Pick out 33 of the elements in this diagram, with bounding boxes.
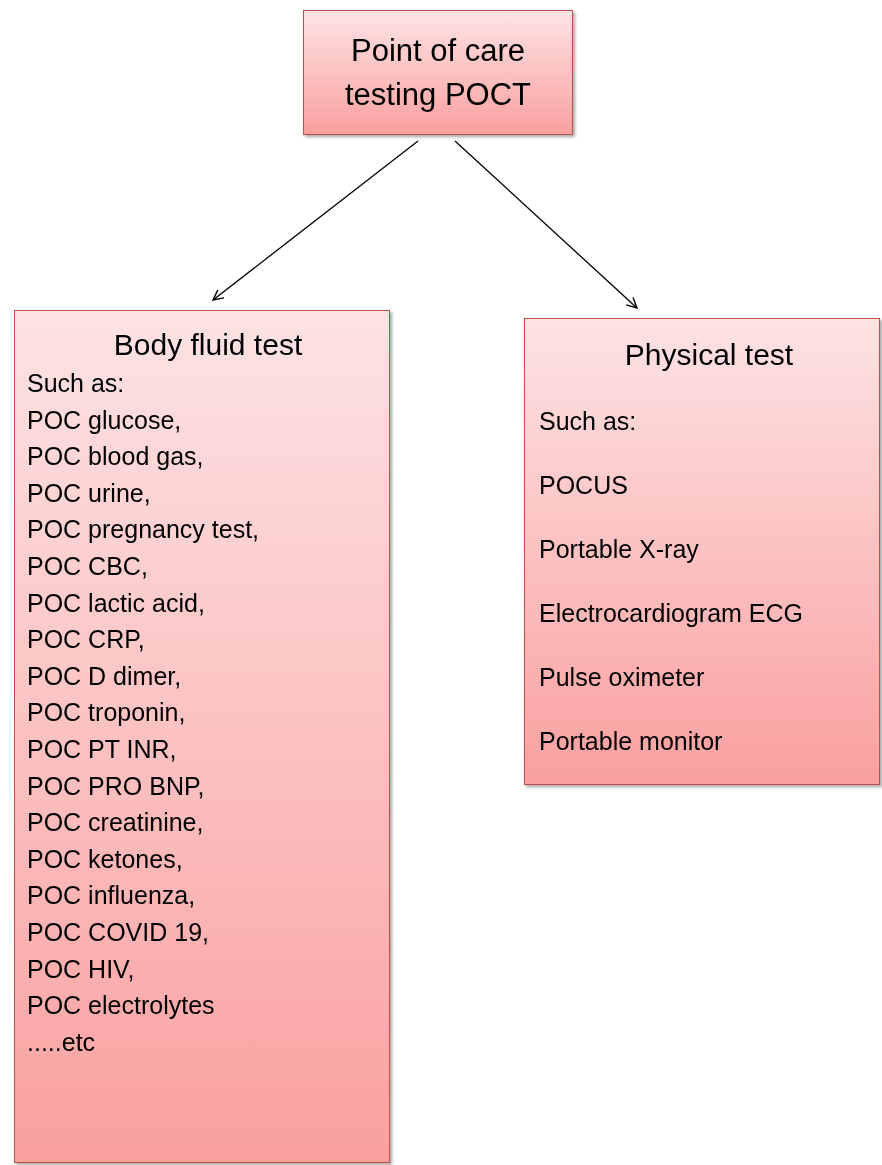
box-title: Point of care testing POCT — [343, 31, 533, 114]
arrow — [454, 140, 638, 309]
list-item: POC CRP, — [27, 624, 146, 656]
list-item: POC blood gas, — [27, 441, 205, 473]
arrow — [212, 140, 419, 301]
list-item: POC PRO BNP, — [27, 770, 206, 802]
list-item: POC COVID 19, — [27, 916, 210, 948]
category-box — [524, 318, 880, 785]
box-heading: Physical test — [624, 337, 794, 373]
list-item: POC CBC, — [27, 550, 149, 582]
list-item: POC ketones, — [27, 843, 184, 875]
category-box — [14, 310, 390, 1163]
list-item: POC urine, — [27, 477, 152, 509]
list-item: Portable monitor — [539, 726, 724, 757]
box-heading: Body fluid test — [113, 327, 303, 363]
list-item: POCUS — [539, 470, 629, 501]
list-item: POC pregnancy test, — [27, 514, 261, 546]
list-item: POC electrolytes — [27, 990, 216, 1022]
list-item: POC HIV, — [27, 953, 136, 985]
list-item: Pulse oximeter — [539, 662, 706, 693]
list-item: Electrocardiogram ECG — [539, 598, 804, 629]
list-item: POC creatinine, — [27, 807, 205, 839]
list-item: .....etc — [27, 1026, 97, 1058]
list-item: Such as: — [27, 368, 126, 399]
list-item: POC troponin, — [27, 697, 187, 729]
list-item: POC D dimer, — [27, 660, 183, 692]
list-item: POC influenza, — [27, 880, 197, 912]
list-item: Such as: — [539, 406, 638, 437]
list-item: POC glucose, — [27, 404, 183, 436]
root-box — [303, 10, 573, 135]
list-item: POC PT INR, — [27, 733, 178, 765]
list-item: POC lactic acid, — [27, 587, 206, 619]
list-item: Portable X-ray — [539, 534, 700, 565]
